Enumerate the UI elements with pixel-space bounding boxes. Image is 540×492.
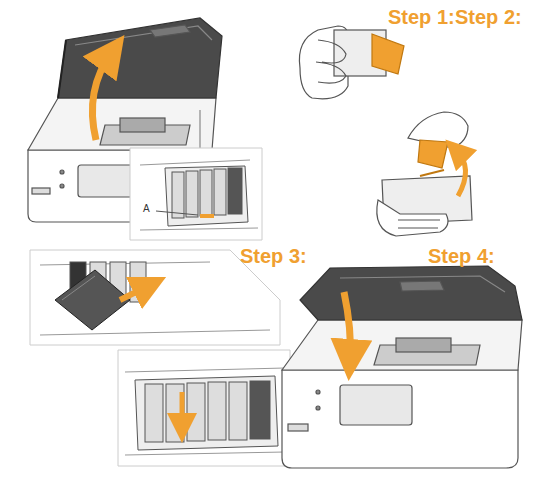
leader-line [156, 211, 198, 215]
cartridge-pressing [118, 350, 290, 466]
press-arrow [180, 392, 185, 428]
step-label: Step 3: [240, 245, 307, 267]
hand-removing-tab [377, 112, 472, 236]
printer-closing [282, 266, 522, 468]
hand-holding-cartridge [299, 26, 404, 99]
insert-arrow [120, 285, 150, 300]
open-arrow [92, 52, 112, 140]
callout-letter: A [143, 203, 150, 214]
peel-arrow [456, 150, 466, 196]
close-arrow [344, 292, 350, 360]
step-label: Step 2: [455, 6, 522, 28]
step-label: Step 1: [388, 6, 455, 28]
step-label: Step 4: [428, 245, 495, 267]
printer-open [28, 18, 222, 222]
inset-cartridge-slot [130, 148, 262, 240]
